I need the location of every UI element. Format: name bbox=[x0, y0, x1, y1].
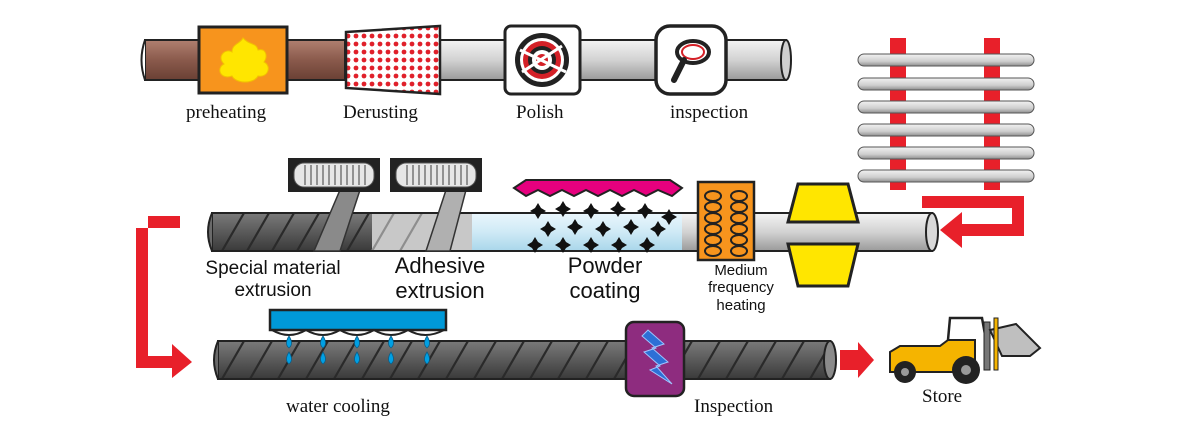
inspection-bottom-station bbox=[624, 320, 686, 398]
bottom-pipe bbox=[213, 340, 837, 380]
label-line: Medium bbox=[714, 262, 768, 279]
water-cooling-station bbox=[268, 308, 448, 365]
label-adhesive-extrusion: Adhesive extrusion bbox=[388, 253, 492, 304]
to-store-arrow bbox=[840, 342, 874, 378]
label-line: Special material bbox=[205, 258, 341, 279]
label-store: Store bbox=[922, 386, 963, 407]
coil-icon bbox=[704, 190, 748, 257]
mesh-icon bbox=[344, 24, 442, 96]
medium-frequency-heater bbox=[696, 180, 756, 262]
flame-icon bbox=[219, 37, 269, 83]
water-drops bbox=[286, 335, 430, 365]
magnifier-icon bbox=[671, 39, 711, 83]
label-water-cooling: water cooling bbox=[286, 396, 390, 417]
label-line: coating bbox=[569, 278, 641, 304]
label-line: heating bbox=[716, 296, 766, 314]
lightning-icon bbox=[641, 329, 673, 385]
label-line: extrusion bbox=[395, 278, 485, 304]
spiral-icon bbox=[515, 33, 569, 87]
preheating-station bbox=[197, 25, 289, 95]
special-material-extruder bbox=[288, 158, 380, 252]
pipe-rack bbox=[857, 38, 1035, 190]
return-arrow-right bbox=[922, 196, 1024, 248]
adhesive-extruder bbox=[390, 158, 482, 252]
polish-station bbox=[503, 24, 582, 96]
yellow-clamp bbox=[786, 182, 860, 288]
label-line: extrusion bbox=[234, 279, 312, 301]
label-inspection-bottom: Inspection bbox=[694, 396, 774, 417]
label-line: frequency bbox=[708, 279, 774, 297]
label-inspection-top: inspection bbox=[670, 102, 749, 123]
label-polish: Polish bbox=[516, 102, 564, 123]
powder-coating-station bbox=[512, 179, 684, 253]
rack-rods bbox=[857, 53, 1035, 183]
label-line: Adhesive bbox=[394, 253, 486, 278]
powder-particles bbox=[527, 201, 677, 253]
top-pipe bbox=[140, 39, 792, 81]
label-derusting: Derusting bbox=[343, 102, 418, 123]
label-medium-frequency-heating: Medium frequency heating bbox=[700, 262, 782, 314]
inspection-top-station bbox=[654, 24, 728, 96]
label-line: Powder bbox=[567, 253, 643, 278]
loader-vehicle-icon bbox=[889, 316, 1042, 384]
label-preheating: preheating bbox=[186, 102, 267, 123]
derusting-station bbox=[344, 24, 442, 96]
flow-arrow-left bbox=[136, 216, 192, 378]
label-special-material-extrusion: Special material extrusion bbox=[202, 258, 344, 302]
label-powder-coating: Powder coating bbox=[560, 253, 650, 304]
